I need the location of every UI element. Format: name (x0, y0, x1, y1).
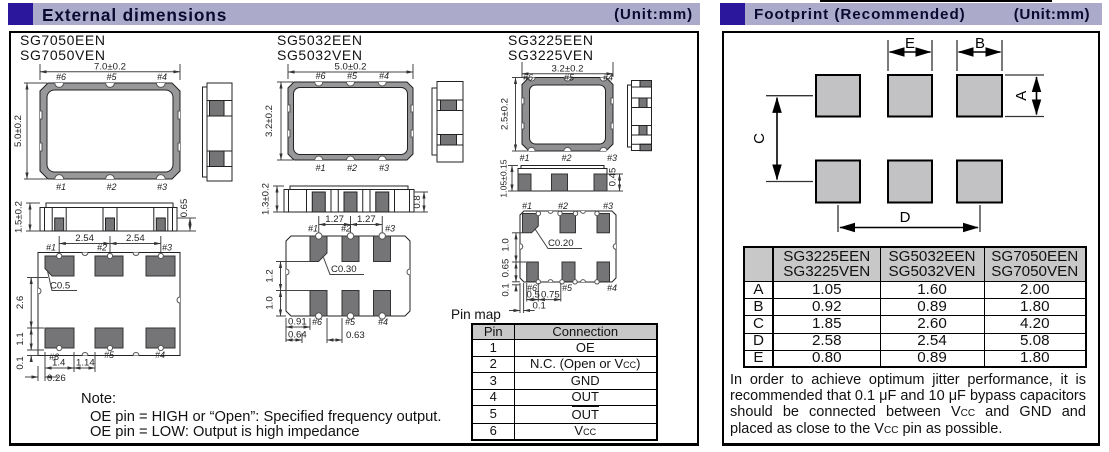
svg-text:#5: #5 (106, 72, 117, 82)
svg-text:#2: #2 (561, 153, 571, 163)
svg-text:#4: #4 (155, 350, 165, 360)
svg-text:C0.30: C0.30 (331, 264, 357, 275)
svg-text:#5: #5 (345, 317, 356, 327)
svg-text:1.1: 1.1 (15, 332, 26, 345)
svg-text:0.5: 0.5 (527, 290, 540, 301)
svg-text:#6: #6 (315, 71, 325, 81)
svg-text:1.27: 1.27 (357, 214, 376, 225)
svg-text:A: A (1013, 91, 1030, 101)
svg-text:#5: #5 (104, 350, 115, 360)
svg-text:#4: #4 (378, 317, 388, 327)
svg-text:#1: #1 (46, 243, 56, 253)
svg-text:5.0±0.2: 5.0±0.2 (13, 115, 24, 147)
svg-text:E: E (905, 35, 915, 52)
svg-text:1.0: 1.0 (265, 296, 276, 309)
svg-text:1.14: 1.14 (76, 358, 95, 369)
svg-text:#1: #1 (308, 224, 318, 234)
svg-text:1.2: 1.2 (265, 269, 276, 282)
svg-text:0.45: 0.45 (608, 168, 619, 187)
svg-text:#2: #2 (341, 224, 351, 234)
svg-text:#1: #1 (56, 182, 66, 192)
svg-text:1.05±0.15: 1.05±0.15 (499, 159, 509, 197)
svg-text:1.27: 1.27 (325, 214, 344, 225)
svg-text:#2: #2 (97, 243, 107, 253)
svg-text:0.1: 0.1 (501, 283, 512, 296)
svg-text:#4: #4 (157, 72, 167, 82)
svg-text:0.64: 0.64 (288, 330, 307, 341)
svg-text:1.3±0.2: 1.3±0.2 (261, 183, 272, 215)
svg-text:#1: #1 (315, 163, 325, 173)
svg-text:#6: #6 (523, 73, 533, 83)
svg-text:1.0: 1.0 (501, 238, 512, 251)
svg-text:#6: #6 (527, 283, 537, 293)
svg-text:5.0±0.2: 5.0±0.2 (335, 62, 367, 73)
svg-text:#4: #4 (603, 73, 613, 83)
svg-text:#5: #5 (347, 71, 358, 81)
svg-text:#6: #6 (56, 72, 66, 82)
svg-text:B: B (975, 35, 985, 52)
svg-text:2.6: 2.6 (15, 296, 26, 309)
svg-text:D: D (900, 209, 911, 226)
svg-text:3.2±0.2: 3.2±0.2 (264, 105, 275, 137)
svg-text:C: C (751, 133, 768, 144)
svg-text:#2: #2 (347, 163, 357, 173)
svg-text:2.5±0.2: 2.5±0.2 (500, 98, 511, 130)
svg-text:1.5±0.2: 1.5±0.2 (14, 201, 25, 233)
svg-text:#1: #1 (522, 201, 532, 211)
svg-text:#5: #5 (562, 283, 573, 293)
svg-text:1.4: 1.4 (52, 358, 66, 369)
svg-text:#2: #2 (106, 182, 116, 192)
svg-text:0.63: 0.63 (346, 330, 365, 341)
svg-text:#5: #5 (564, 73, 575, 83)
svg-text:#4: #4 (379, 71, 389, 81)
svg-text:0.65: 0.65 (179, 199, 190, 218)
svg-text:3.2±0.2: 3.2±0.2 (552, 63, 584, 74)
svg-text:#4: #4 (607, 283, 617, 293)
svg-text:7.0±0.2: 7.0±0.2 (94, 62, 126, 73)
svg-text:#3: #3 (379, 163, 389, 173)
svg-text:0.26: 0.26 (47, 373, 66, 384)
svg-text:#6: #6 (49, 352, 59, 362)
svg-text:#3: #3 (162, 243, 172, 253)
svg-text:0.65: 0.65 (501, 259, 512, 278)
svg-text:C0.20: C0.20 (548, 238, 574, 249)
svg-text:0.1: 0.1 (533, 301, 546, 312)
svg-text:#3: #3 (385, 224, 395, 234)
svg-text:2.54: 2.54 (126, 233, 145, 244)
svg-text:C0.5: C0.5 (50, 281, 70, 292)
svg-text:#3: #3 (157, 182, 167, 192)
svg-text:#2: #2 (558, 201, 568, 211)
svg-text:#1: #1 (519, 153, 529, 163)
svg-text:2.54: 2.54 (75, 233, 94, 244)
svg-text:0.91: 0.91 (288, 317, 307, 328)
svg-text:0.75: 0.75 (541, 290, 560, 301)
svg-text:#6: #6 (312, 317, 322, 327)
svg-text:#3: #3 (607, 153, 617, 163)
svg-text:0.1: 0.1 (15, 356, 26, 369)
svg-text:0.8: 0.8 (412, 195, 423, 208)
svg-text:#3: #3 (603, 201, 613, 211)
